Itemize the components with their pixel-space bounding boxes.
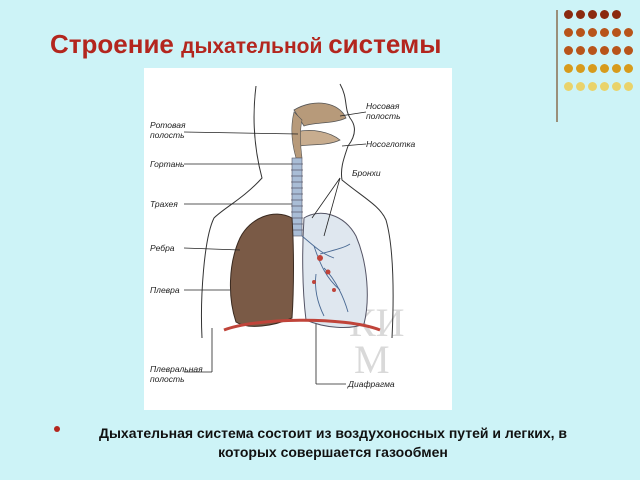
decorative-dot: [576, 82, 585, 91]
diaphragm: [223, 318, 381, 332]
label-oral-cavity-line1: Ротовая: [150, 120, 186, 130]
label-oral-cavity-line2: полость: [150, 130, 185, 140]
decorative-dot: [588, 64, 597, 73]
decorative-dot: [600, 46, 609, 55]
decorative-dot: [600, 28, 609, 37]
decorative-dot: [624, 82, 633, 91]
leader-lines: [183, 111, 367, 385]
title-part2: дыхательной: [181, 35, 329, 58]
trachea-tube: [291, 157, 303, 237]
left-lung: [229, 213, 294, 327]
label-larynx: Гортань: [150, 159, 184, 169]
pharynx: [291, 111, 303, 159]
decorative-dot: [624, 64, 633, 73]
oral-cavity: [295, 130, 341, 147]
label-diaphragm: Диафрагма: [347, 379, 395, 389]
nasal-cavity: [293, 102, 347, 127]
decorative-dot: [612, 82, 621, 91]
trachea-rings: [291, 163, 303, 231]
label-nasal-cavity-line1: Носовая: [366, 101, 400, 111]
decorative-dot: [612, 28, 621, 37]
label-nasal-cavity-line2: полость: [366, 111, 401, 121]
pulmonary-vessels: [312, 255, 336, 292]
decorative-dot: [600, 64, 609, 73]
right-lung: [302, 212, 368, 328]
label-pleural-cavity-line1: Плевральная: [150, 364, 203, 374]
label-nasopharynx: Носоглотка: [366, 139, 416, 149]
body-outline-right: [339, 83, 394, 339]
decorative-dot: [588, 46, 597, 55]
decorative-dot: [564, 28, 573, 37]
decorative-dot: [564, 46, 573, 55]
bullet-row: Дыхательная система состоит из воздухоно…: [54, 424, 614, 462]
decorative-dot: [576, 64, 585, 73]
decorative-dot: [564, 82, 573, 91]
label-bronchi: Бронхи: [352, 168, 381, 178]
decorative-dot: [600, 10, 609, 19]
decorative-dot: [624, 28, 633, 37]
respiratory-diagram: КИ М: [144, 68, 452, 410]
decorative-dot: [564, 64, 573, 73]
label-pleural-cavity-line2: полость: [150, 374, 185, 384]
decorative-dot: [588, 28, 597, 37]
decorative-dot: [576, 28, 585, 37]
watermark-bottom: М: [354, 337, 390, 382]
decorative-dot: [600, 82, 609, 91]
decorative-dot: [576, 46, 585, 55]
title-part3: системы: [328, 29, 442, 59]
body-outline-left: [201, 85, 263, 339]
decorative-dot: [612, 10, 621, 19]
decorative-dot: [612, 46, 621, 55]
decorative-dot: [588, 82, 597, 91]
decorative-dot: [624, 46, 633, 55]
decorative-dot: [588, 10, 597, 19]
decorative-dot-grid: [564, 10, 636, 102]
decorative-dot: [612, 64, 621, 73]
bullet-marker: [54, 426, 60, 432]
decorative-dot: [576, 10, 585, 19]
decorative-divider: [556, 10, 558, 122]
bullet-text: Дыхательная система состоит из воздухоно…: [98, 425, 567, 460]
label-pleura: Плевра: [150, 285, 180, 295]
label-ribs: Ребра: [150, 243, 175, 253]
decorative-dot: [564, 10, 573, 19]
title-part1: Строение: [50, 29, 182, 59]
respiratory-diagram-svg: КИ М: [150, 83, 416, 389]
label-trachea: Трахея: [150, 199, 178, 209]
page-title: Строение дыхательной системы: [50, 24, 441, 61]
watermark: КИ М: [349, 300, 405, 382]
